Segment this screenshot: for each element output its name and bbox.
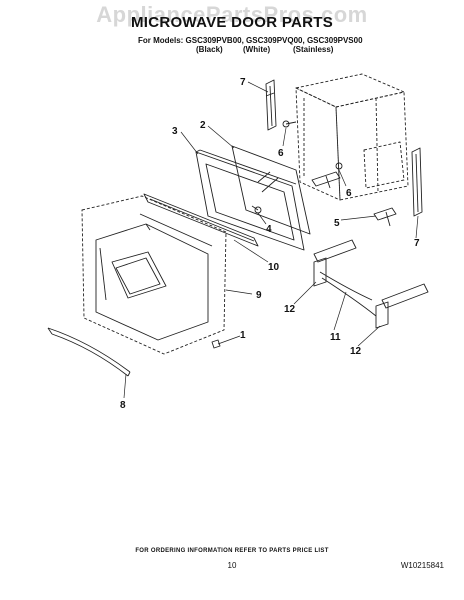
part-8-door-handle: [47, 327, 131, 377]
part-6-screws: [282, 120, 343, 170]
part-10-trim-strip: [143, 193, 259, 247]
callout-4: 4: [266, 224, 272, 235]
callout-12-right: 12: [350, 346, 362, 357]
leader-lines: [123, 81, 419, 399]
callout-7-top: 7: [240, 77, 246, 88]
callout-9: 9: [256, 290, 262, 301]
part-5-hinge-bracket-lower: [373, 207, 397, 227]
part-4-screw: [251, 205, 262, 214]
callout-2: 2: [200, 120, 206, 131]
ordering-note: FOR ORDERING INFORMATION REFER TO PARTS …: [135, 548, 329, 554]
part-5-hinge-bracket-upper: [311, 171, 341, 189]
model-color-stainless: (Stainless): [293, 45, 334, 54]
part-7-hinge-strip-right: [411, 147, 423, 217]
callout-5: 5: [334, 218, 340, 229]
document-number: W10215841: [400, 561, 444, 570]
part-12-latch-right: [375, 283, 429, 329]
part-7-hinge-strip-left: [265, 79, 277, 131]
callout-7-bottom: 7: [414, 238, 420, 249]
part-12-latch-left: [313, 239, 357, 287]
model-color-black: (Black): [196, 45, 223, 54]
callout-10: 10: [268, 262, 280, 273]
callout-6-upper: 6: [278, 148, 284, 159]
callout-11: 11: [330, 332, 341, 343]
models-line: For Models: GSC309PVB00, GSC309PVQ00, GS…: [138, 36, 363, 45]
callout-1: 1: [240, 330, 246, 341]
part-9-door-assembly-outline: [81, 195, 227, 355]
part-3-door-frame: [195, 149, 305, 251]
callout-3: 3: [172, 126, 178, 137]
callout-labels: 7 3 2 6 6 4 5 10 9 12 7 11 12 1 8: [120, 77, 420, 411]
model-color-white: (White): [243, 45, 271, 54]
part-11-interlock-cable: [319, 271, 377, 317]
part-9-door-panel: [95, 213, 213, 341]
part-1-clip: [211, 339, 221, 349]
callout-8: 8: [120, 400, 126, 411]
callout-6-lower: 6: [346, 188, 352, 199]
cabinet-outline: [295, 73, 409, 201]
page-number: 10: [227, 561, 237, 570]
page-title: MICROWAVE DOOR PARTS: [130, 14, 334, 31]
callout-12-left: 12: [284, 304, 296, 315]
